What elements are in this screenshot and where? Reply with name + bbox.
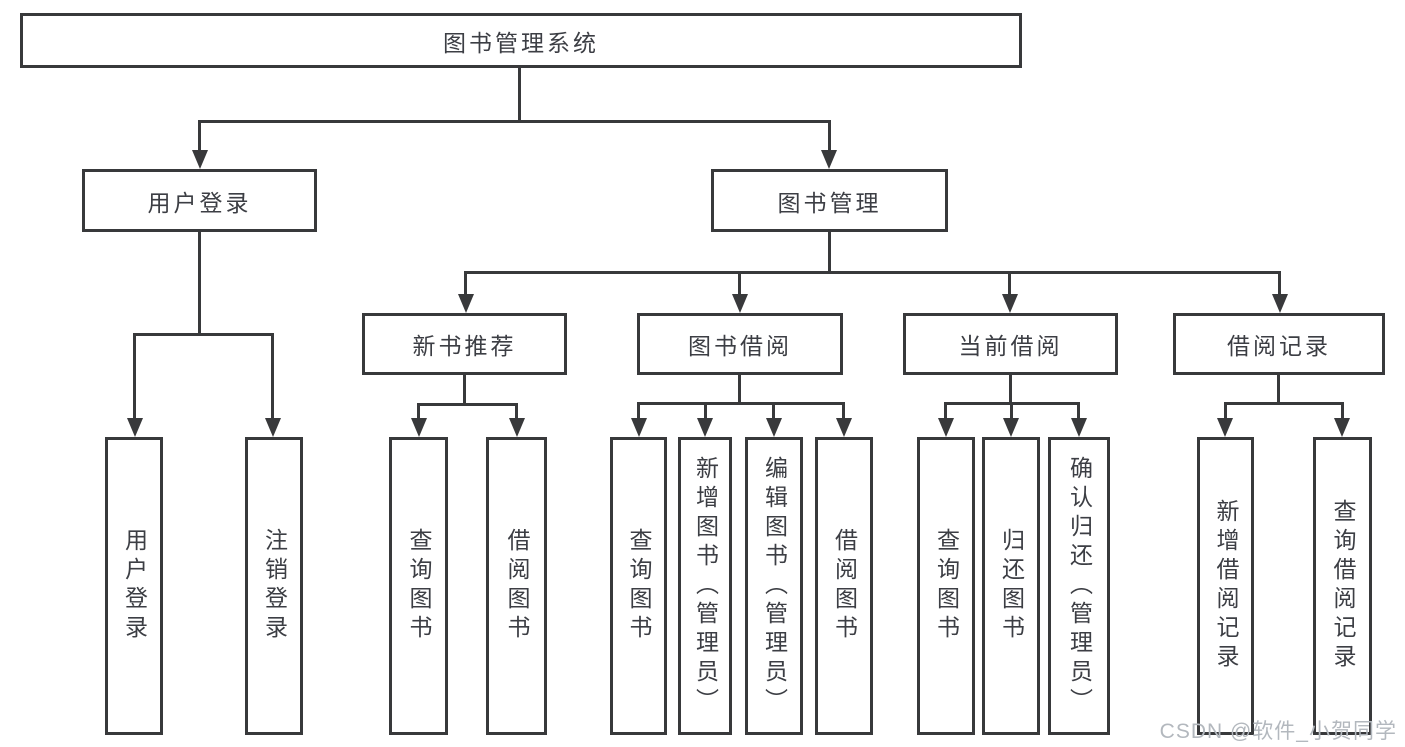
node-label: 查询图书 — [626, 528, 652, 644]
connector-line — [772, 402, 775, 420]
connector-line — [944, 402, 947, 420]
node-label: 确认归还（管理员） — [1066, 455, 1093, 717]
node-label: 新书推荐 — [412, 333, 517, 359]
connector-line — [1278, 271, 1281, 297]
node-book-borrowing: 图书借阅 — [637, 313, 843, 375]
leaf-borrow-books: 借阅图书 — [815, 437, 873, 735]
connector-line — [463, 375, 466, 406]
connector-line — [1077, 402, 1080, 420]
leaf-return-books: 归还图书 — [982, 437, 1040, 735]
connector-line — [417, 403, 518, 406]
node-label: 用户登录 — [121, 528, 148, 644]
node-book-management: 图书管理 — [711, 169, 948, 232]
node-label: 查询图书 — [933, 528, 960, 644]
leaf-query-books-recommend: 查询图书 — [389, 437, 448, 735]
leaf-logout: 注销登录 — [245, 437, 303, 735]
connector-line — [133, 333, 274, 336]
arrowhead-down-icon — [265, 418, 281, 437]
node-label: 借阅图书 — [831, 528, 858, 644]
arrowhead-down-icon — [631, 418, 647, 437]
arrowhead-down-icon — [697, 418, 713, 437]
connector-line — [198, 120, 201, 152]
node-new-book-recommend: 新书推荐 — [362, 313, 567, 375]
connector-line — [198, 232, 201, 336]
arrowhead-down-icon — [127, 418, 143, 437]
node-current-borrowing: 当前借阅 — [903, 313, 1118, 375]
connector-line — [271, 333, 274, 418]
connector-line — [637, 402, 845, 405]
arrowhead-down-icon — [1217, 418, 1233, 437]
node-user-login: 用户登录 — [82, 169, 317, 232]
connector-line — [464, 271, 467, 297]
node-label: 新增借阅记录 — [1213, 499, 1239, 673]
node-label: 用户登录 — [147, 189, 252, 216]
node-label: 借阅图书 — [504, 528, 530, 644]
connector-line — [738, 375, 741, 405]
connector-line — [637, 402, 640, 420]
leaf-query-borrow-record: 查询借阅记录 — [1313, 437, 1372, 735]
connector-line — [1008, 271, 1011, 297]
node-label: 图书借阅 — [688, 333, 792, 359]
arrowhead-down-icon — [458, 294, 474, 313]
connector-line — [417, 403, 420, 420]
arrowhead-down-icon — [1003, 418, 1019, 437]
arrowhead-down-icon — [1002, 294, 1018, 313]
arrowhead-down-icon — [766, 418, 782, 437]
leaf-edit-books-admin: 编辑图书（管理员） — [745, 437, 803, 735]
arrowhead-down-icon — [821, 150, 837, 169]
node-label: 注销登录 — [261, 528, 288, 644]
arrowhead-down-icon — [732, 294, 748, 313]
connector-line — [464, 271, 1281, 274]
connector-line — [1224, 402, 1343, 405]
leaf-add-books-admin: 新增图书（管理员） — [678, 437, 732, 735]
connector-line — [1224, 402, 1227, 420]
node-label: 新增图书（管理员） — [692, 455, 719, 717]
leaf-add-borrow-record: 新增借阅记录 — [1197, 437, 1254, 735]
node-label: 图书管理 — [777, 189, 882, 216]
node-borrowing-records: 借阅记录 — [1173, 313, 1385, 375]
node-label: 归还图书 — [998, 528, 1025, 644]
leaf-borrow-books-recommend: 借阅图书 — [486, 437, 547, 735]
connector-line — [828, 232, 831, 274]
connector-line — [704, 402, 707, 420]
connector-line — [133, 333, 136, 418]
connector-line — [1010, 402, 1013, 420]
node-label: 编辑图书（管理员） — [761, 455, 788, 717]
leaf-query-books-borrow: 查询图书 — [610, 437, 667, 735]
node-system-root: 图书管理系统 — [20, 13, 1022, 68]
arrowhead-down-icon — [509, 418, 525, 437]
connector-line — [1009, 375, 1012, 405]
arrowhead-down-icon — [192, 150, 208, 169]
arrowhead-down-icon — [938, 418, 954, 437]
node-label: 图书管理系统 — [443, 29, 599, 56]
node-label: 当前借阅 — [958, 333, 1063, 359]
arrowhead-down-icon — [836, 418, 852, 437]
arrowhead-down-icon — [411, 418, 427, 437]
node-label: 查询借阅记录 — [1330, 499, 1356, 673]
leaf-query-books-current: 查询图书 — [917, 437, 975, 735]
connector-line — [842, 402, 845, 420]
connector-line — [828, 120, 831, 152]
arrowhead-down-icon — [1071, 418, 1087, 437]
connector-line — [515, 403, 518, 420]
connector-line — [518, 68, 521, 122]
connector-line — [198, 120, 831, 123]
connector-line — [738, 271, 741, 297]
watermark: CSDN @软件_小贺同学 — [1159, 720, 1397, 743]
leaf-confirm-return-admin: 确认归还（管理员） — [1048, 437, 1110, 735]
leaf-user-login: 用户登录 — [105, 437, 163, 735]
arrowhead-down-icon — [1272, 294, 1288, 313]
connector-line — [1277, 375, 1280, 405]
node-label: 查询图书 — [406, 528, 432, 644]
arrowhead-down-icon — [1334, 418, 1350, 437]
connector-line — [1341, 402, 1344, 420]
node-label: 借阅记录 — [1227, 333, 1331, 359]
